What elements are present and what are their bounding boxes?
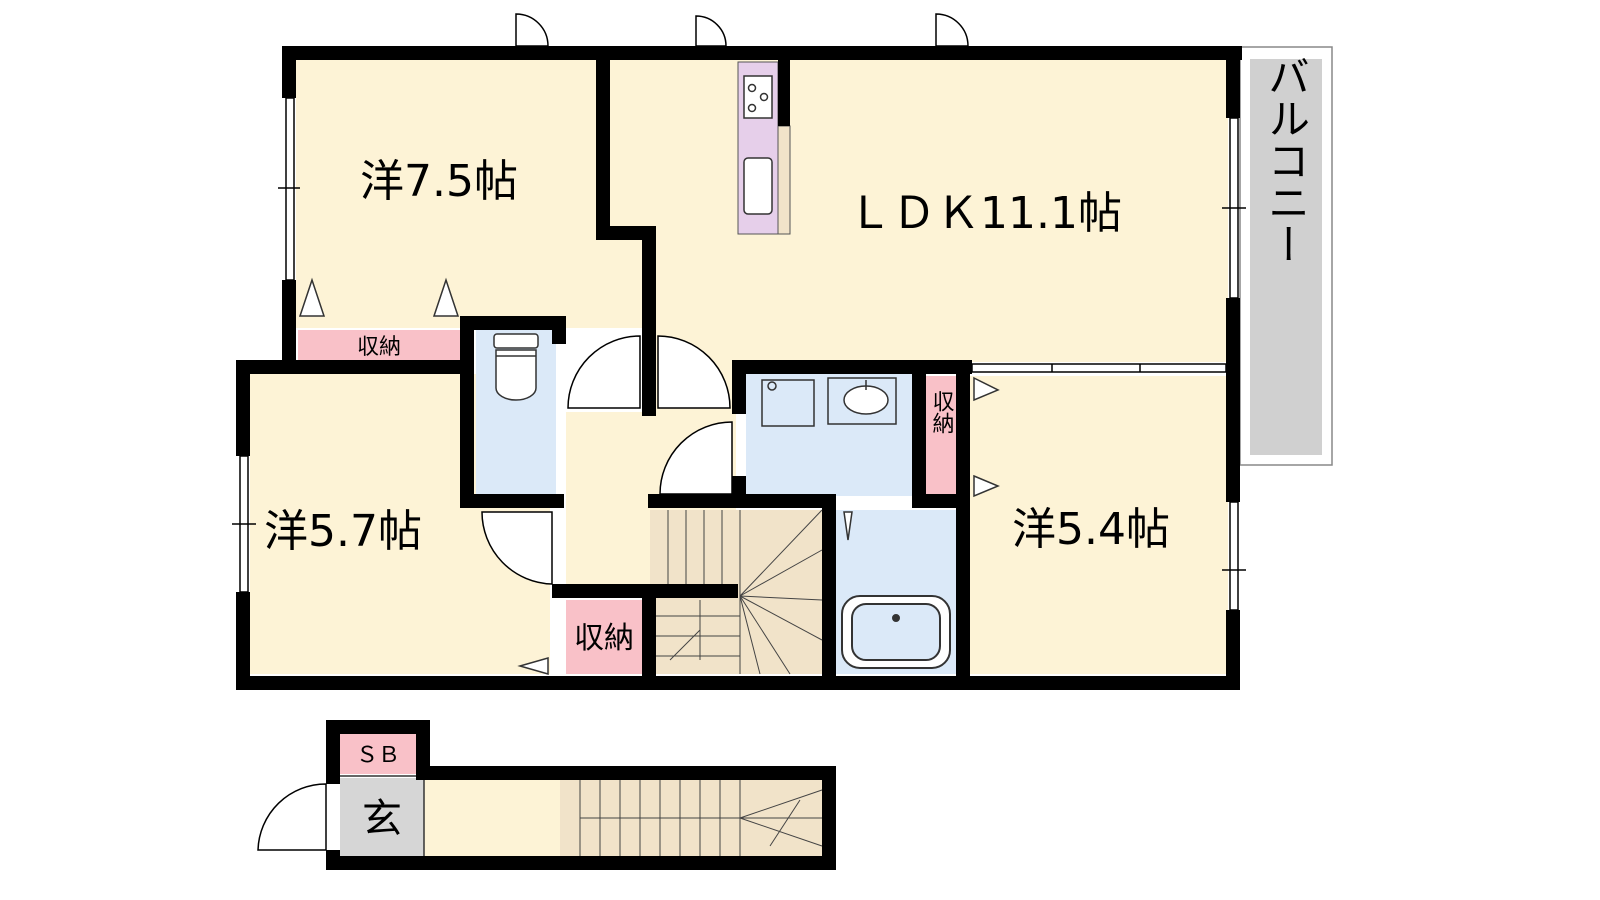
entrance-label: 玄 xyxy=(362,796,402,842)
toilet-icon xyxy=(493,333,539,401)
room-floors xyxy=(250,60,1228,674)
storage-bottom xyxy=(566,600,642,674)
closet-doors xyxy=(298,277,1000,675)
room-labels: 洋7.5帖 ＬＤＫ11.1帖 洋5.7帖 洋5.4帖 収納 収納 収納 ＳＢ 玄 xyxy=(264,156,1170,842)
bathtub-icon xyxy=(841,595,951,669)
western-54-label: 洋5.4帖 xyxy=(1012,504,1170,555)
storage-areas xyxy=(298,330,956,674)
storage-top-label: 収納 xyxy=(357,335,401,360)
washer-icon xyxy=(761,379,815,427)
walls xyxy=(236,46,1242,690)
western-75-label: 洋7.5帖 xyxy=(360,156,518,207)
western-75-floor xyxy=(296,60,642,328)
windows xyxy=(232,97,1246,611)
western-57-label: 洋5.7帖 xyxy=(264,506,422,557)
storage-middle xyxy=(926,376,956,496)
stairs-icon xyxy=(656,509,823,675)
storage-bottom-label: 収納 xyxy=(574,621,634,656)
western-54-floor xyxy=(970,376,1228,674)
shoe-box-label: ＳＢ xyxy=(356,743,400,768)
balcony-label: バルコニー xyxy=(1262,55,1311,265)
kitchen-side-counter xyxy=(777,125,791,235)
door-swing-icon xyxy=(257,13,969,851)
storage-top xyxy=(298,330,460,360)
sink-icon xyxy=(827,377,897,425)
stove-icon xyxy=(743,75,773,215)
washroom-floor xyxy=(746,374,912,496)
ldk-label: ＬＤＫ11.1帖 xyxy=(848,188,1122,239)
balcony: バルコニー xyxy=(1239,46,1333,466)
entrance-area xyxy=(326,720,836,870)
storage-middle-label: 収納 xyxy=(929,390,955,434)
